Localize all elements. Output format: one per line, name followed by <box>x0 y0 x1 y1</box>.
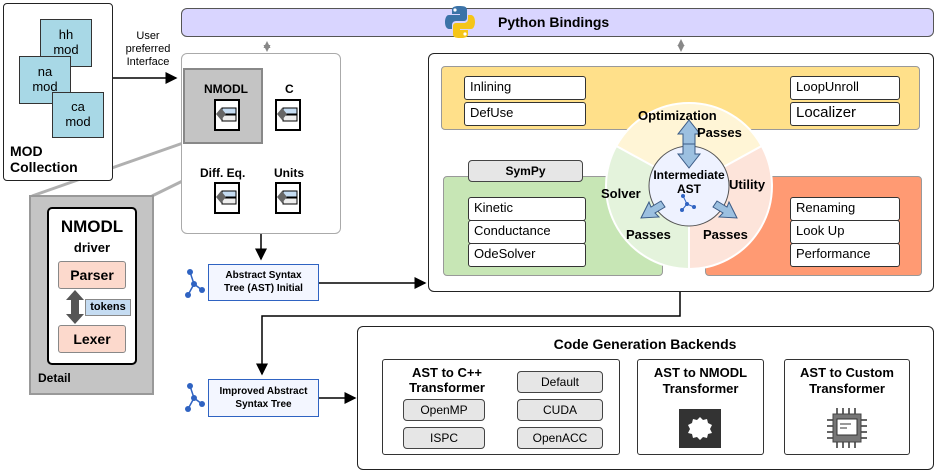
pass-localizer: Localizer <box>790 102 900 126</box>
terminal-chip-icon <box>827 408 867 448</box>
pass-defuse: DefUse <box>464 102 586 126</box>
pass-kinetic: Kinetic <box>468 197 586 221</box>
optimization-passes-word: Passes <box>697 125 742 140</box>
lexer-box: Lexer <box>58 325 126 353</box>
python-bindings-bar: Python Bindings <box>181 5 934 39</box>
detail-label: Detail <box>38 371 71 385</box>
pass-performance: Performance <box>790 243 900 267</box>
diff-eq-parser-icon <box>214 182 240 214</box>
backend-cuda: CUDA <box>517 399 603 421</box>
cpp-transformer-box: AST to C++Transformer Default OpenMP CUD… <box>382 359 620 455</box>
backend-openacc: OpenACC <box>517 427 603 449</box>
frontend-label-diff-eq: Diff. Eq. <box>200 166 246 180</box>
backend-ispc: ISPC <box>403 427 485 449</box>
pass-odesolver: OdeSolver <box>468 243 586 267</box>
user-interface-label: User preferred Interface <box>125 30 171 68</box>
nmodl-driver-box: NMODL driver Parser Lexer tokens <box>47 207 137 365</box>
detail-panel: NMODL driver Parser Lexer tokens Detail <box>29 195 154 395</box>
pass-renaming: Renaming <box>790 197 900 221</box>
frontend-label-c: C <box>285 82 294 96</box>
detail-title: NMODL <box>60 217 124 236</box>
pass-loopunroll: LoopUnroll <box>790 76 900 100</box>
ast-initial-tree-icon <box>185 269 205 298</box>
nmodl-parser-icon <box>214 99 240 131</box>
frontend-label-nmodl: NMODL <box>204 82 248 96</box>
backend-default: Default <box>517 371 603 393</box>
tokens-arrow-icon <box>66 290 84 324</box>
detail-subtitle: driver <box>73 240 111 255</box>
utility-title: Utility <box>729 177 766 192</box>
pass-inlining: Inlining <box>464 76 586 100</box>
backend-openmp: OpenMP <box>403 399 485 421</box>
tokens-label: tokens <box>85 299 131 316</box>
utility-passes-word: Passes <box>703 227 748 242</box>
solver-passes-word: Passes <box>626 227 671 242</box>
sympy-tag: SymPy <box>468 160 583 182</box>
python-logo-icon <box>444 5 476 39</box>
intermediate-ast-tree-icon <box>680 194 696 212</box>
frontends-box: NMODL C Diff. Eq. Units <box>181 53 341 234</box>
backends-title: Code Generation Backends <box>553 336 737 352</box>
optimization-right-group: LoopUnroll Localizer <box>790 76 900 126</box>
units-parser-icon <box>275 182 301 214</box>
python-bindings-label: Python Bindings <box>498 14 610 30</box>
c-parser-icon <box>275 99 301 131</box>
parser-box: Parser <box>58 261 126 289</box>
backends-container: Code Generation Backends AST to C++Trans… <box>357 326 934 470</box>
frontend-label-units: Units <box>274 166 304 180</box>
ast-improved-tree-icon <box>185 383 205 412</box>
passes-wheel <box>605 102 773 271</box>
optimization-left-group: Inlining DefUse <box>464 76 586 126</box>
solver-group: Kinetic Conductance OdeSolver <box>468 197 586 267</box>
optimization-title: Optimization <box>638 108 717 123</box>
solver-title: Solver <box>601 186 641 201</box>
nmodl-chip-icon <box>679 409 721 448</box>
cpp-transformer-title: AST to C++Transformer <box>409 365 485 395</box>
pass-conductance: Conductance <box>468 220 586 244</box>
utility-group: Renaming Look Up Performance <box>790 197 900 267</box>
pass-lookup: Look Up <box>790 220 900 244</box>
